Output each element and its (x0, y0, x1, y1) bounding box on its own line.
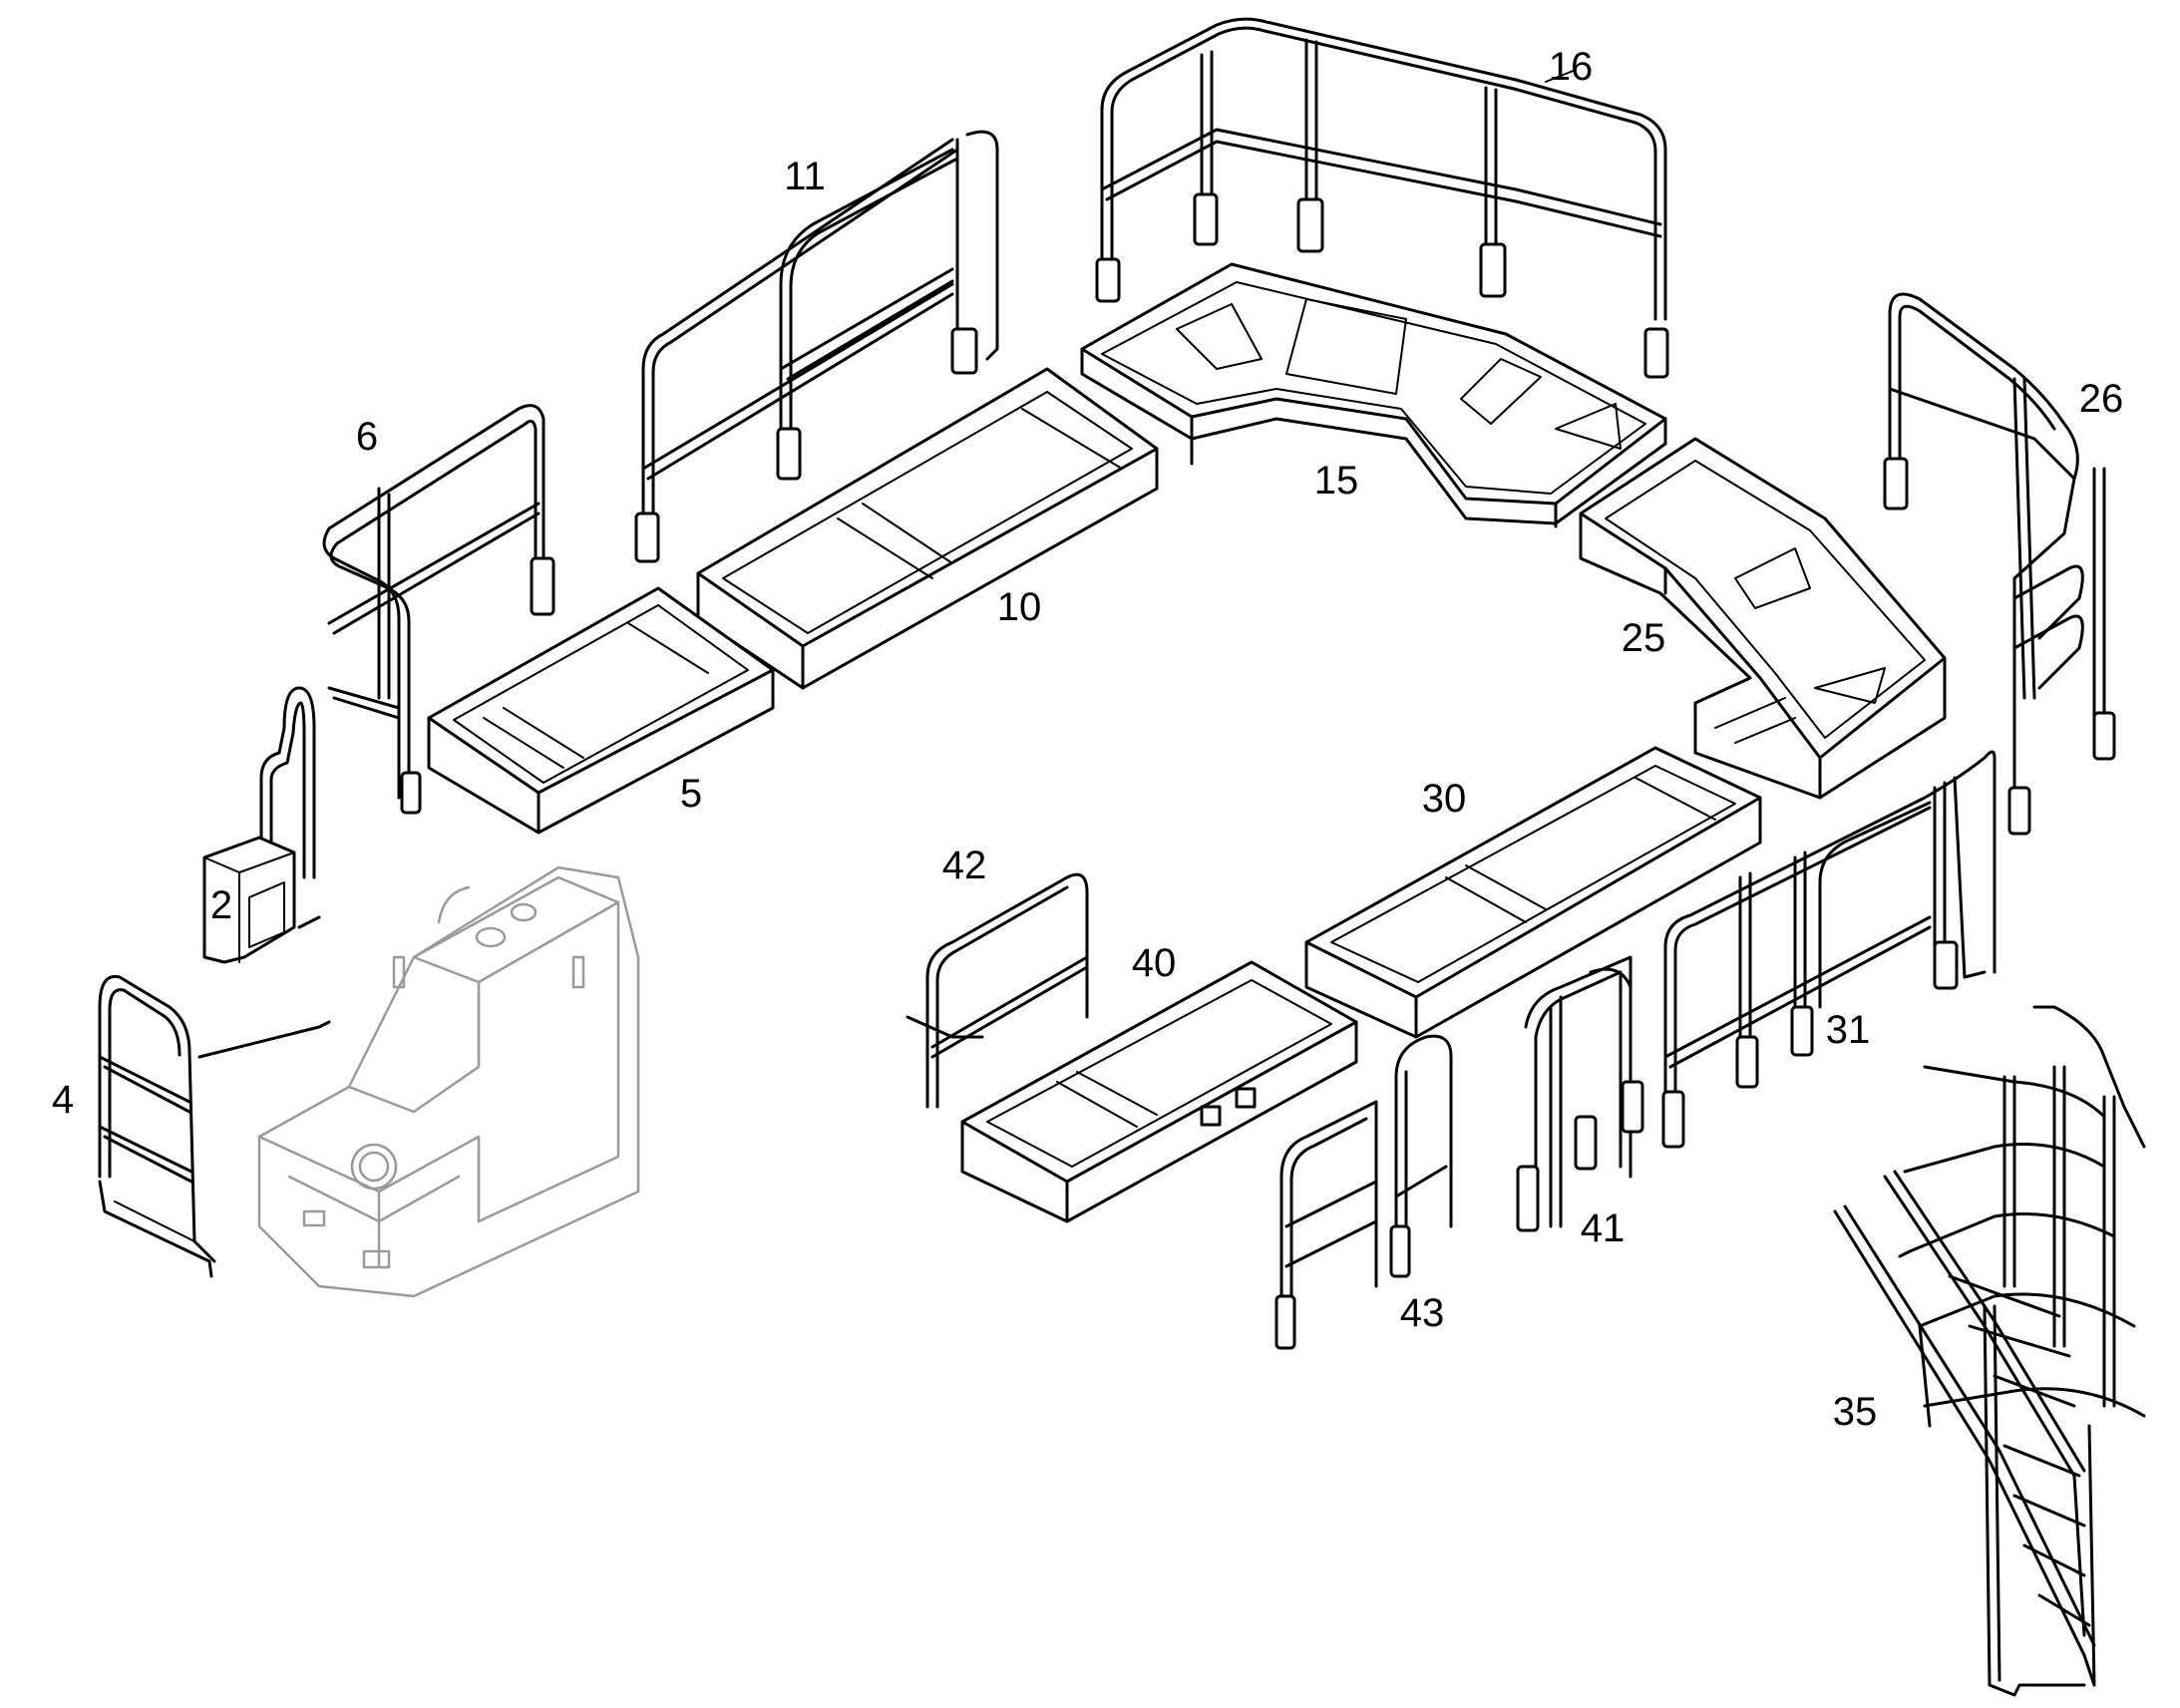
callout-4: 4 (51, 1078, 75, 1122)
part-35-caged-ladder (1833, 1005, 2146, 1697)
part-42-gate (906, 872, 1089, 1109)
part-15-deck (1080, 262, 1667, 528)
callout-11: 11 (784, 155, 826, 198)
callout-25: 25 (1621, 616, 1666, 660)
callout-2: 2 (209, 883, 233, 927)
part-10-deck (696, 367, 1159, 690)
part-4-ladder (98, 974, 216, 1278)
part-43-gate (1274, 1034, 1453, 1350)
part-40-deck (960, 960, 1358, 1223)
part-41-gate (1516, 955, 1644, 1232)
part-26-railing (1883, 292, 2116, 836)
callout-40: 40 (1131, 941, 1177, 985)
callout-16: 16 (1548, 45, 1594, 89)
leader-lines (1545, 69, 1577, 83)
callout-43: 43 (1399, 1291, 1445, 1335)
callout-6: 6 (355, 415, 379, 459)
callout-41: 41 (1580, 1206, 1626, 1250)
part-2-handrail (197, 686, 331, 1059)
part-6-railing (322, 404, 555, 815)
part-5-deck (427, 586, 775, 835)
part-25-deck (1579, 437, 1947, 800)
callout-26: 26 (2078, 377, 2124, 421)
callout-30: 30 (1421, 777, 1467, 821)
part-31-railing (1661, 750, 1997, 1149)
callout-15: 15 (1313, 459, 1359, 503)
callout-42: 42 (941, 844, 987, 887)
callout-31: 31 (1825, 1008, 1871, 1052)
part-30-deck (1304, 746, 1762, 1039)
callout-5: 5 (679, 772, 703, 816)
part-16-railing (1095, 17, 1669, 379)
machine-base-ghost (257, 865, 640, 1298)
callout-35: 35 (1832, 1390, 1878, 1434)
part-11-railing (634, 130, 999, 563)
callout-10: 10 (996, 585, 1042, 629)
